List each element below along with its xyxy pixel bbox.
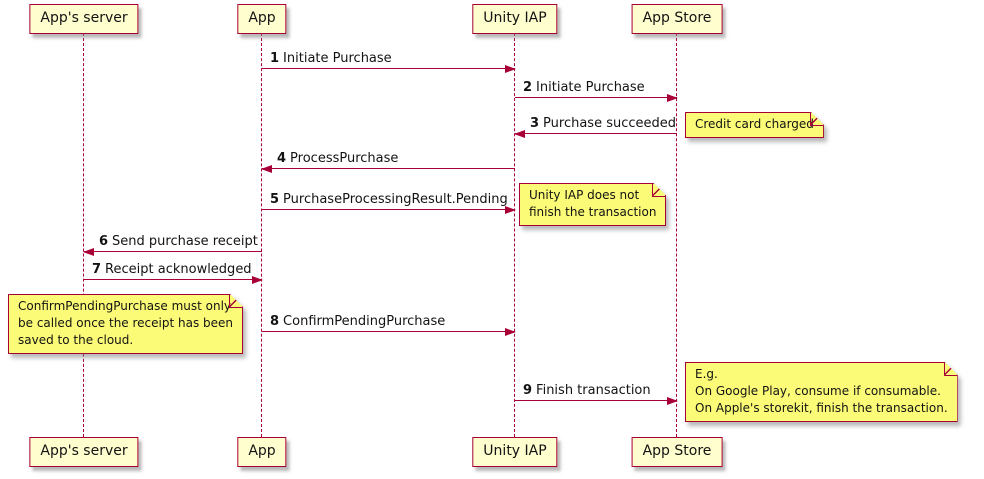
arrowhead-icon: [667, 94, 678, 102]
participant-app-store-bottom: App Store: [631, 437, 723, 467]
note-fold-icon: [229, 295, 242, 308]
message-number: 5: [270, 192, 280, 207]
message-text: PurchaseProcessingResult.Pending: [283, 192, 508, 207]
arrowhead-icon: [667, 397, 678, 405]
message-number: 8: [270, 314, 280, 329]
message-number: 2: [523, 80, 533, 95]
message-arrow: [261, 165, 515, 173]
participant-unity-iap-bottom: Unity IAP: [472, 437, 558, 467]
note-body: E.g. On Google Play, consume if consumab…: [685, 362, 958, 422]
arrowhead-icon: [261, 165, 272, 173]
lifeline-app: [261, 33, 262, 437]
note-finish-transaction-examples: E.g. On Google Play, consume if consumab…: [685, 362, 958, 422]
note-credit-card-charged: Credit card charged: [685, 112, 824, 138]
note-text: Unity IAP does not finish the transactio…: [529, 188, 657, 219]
arrowhead-icon: [83, 248, 94, 256]
participant-app-store-top: App Store: [631, 4, 723, 34]
arrowhead-icon: [505, 206, 516, 214]
participant-apps-server-bottom: App's server: [29, 437, 139, 467]
message-text: ConfirmPendingPurchase: [283, 314, 446, 329]
note-fold-icon: [944, 363, 957, 376]
message-text: Receipt acknowledged: [105, 262, 252, 277]
participant-app-bottom: App: [237, 437, 287, 467]
note-fold-icon: [652, 184, 665, 197]
note-body: ConfirmPendingPurchase must only be call…: [8, 294, 243, 354]
message-text: Finish transaction: [536, 383, 651, 398]
lifeline-unity-iap: [514, 33, 515, 437]
note-text: ConfirmPendingPurchase must only be call…: [18, 299, 234, 347]
message-number: 3: [530, 116, 540, 131]
message-arrow: [262, 65, 516, 73]
message-number: 7: [92, 262, 102, 277]
message-arrow: [84, 276, 263, 284]
note-body: Unity IAP does not finish the transactio…: [519, 183, 666, 226]
note-unity-iap-does-not-finish: Unity IAP does not finish the transactio…: [519, 183, 666, 226]
lifeline-apps-server: [83, 33, 84, 437]
participant-apps-server-top: App's server: [29, 4, 139, 34]
message-number: 1: [270, 51, 280, 66]
arrowhead-icon: [505, 328, 516, 336]
message-text: Initiate Purchase: [536, 80, 645, 95]
participant-app-top: App: [237, 4, 287, 34]
message-number: 9: [523, 383, 533, 398]
message-arrow: [515, 397, 678, 405]
message-arrow: [262, 328, 516, 336]
message-arrow: [83, 248, 262, 256]
message-number: 6: [99, 234, 109, 249]
arrowhead-icon: [252, 276, 263, 284]
lifeline-app-store: [676, 33, 677, 437]
message-text: Send purchase receipt: [112, 234, 258, 249]
note-text: Credit card charged: [695, 117, 814, 131]
note-fold-icon: [810, 113, 823, 126]
message-arrow: [514, 130, 677, 138]
note-text: E.g. On Google Play, consume if consumab…: [695, 367, 948, 415]
message-text: Initiate Purchase: [283, 51, 392, 66]
note-confirm-pending-purchase: ConfirmPendingPurchase must only be call…: [8, 294, 243, 354]
message-text: Purchase succeeded: [543, 116, 677, 131]
arrowhead-icon: [505, 65, 516, 73]
arrowhead-icon: [514, 130, 525, 138]
message-text: ProcessPurchase: [290, 151, 399, 166]
message-number: 4: [277, 151, 287, 166]
message-arrow: [515, 94, 678, 102]
message-arrow: [262, 206, 516, 214]
note-body: Credit card charged: [685, 112, 824, 138]
participant-unity-iap-top: Unity IAP: [472, 4, 558, 34]
